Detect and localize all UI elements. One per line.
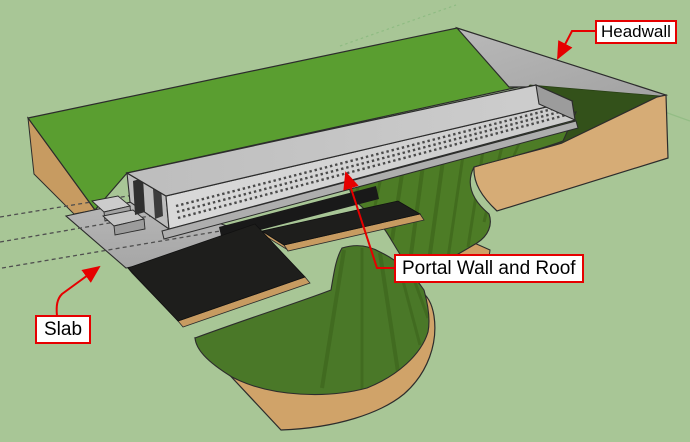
portal-end-wall-right [535,84,576,121]
portal-structure [125,84,579,240]
deck-slab-left [127,223,306,322]
portal-under-shadow [219,186,379,240]
headwall-label: Headwall [595,20,677,44]
annotation-arrows [55,30,595,317]
wing-steps [91,195,146,236]
portal-opening [133,178,145,215]
axis-guide-line [339,4,457,47]
slab-label: Slab [35,315,92,344]
deck-slab-right [260,200,422,246]
portal-ledge [161,120,579,240]
portal-wall-and-roof-label: Portal Wall and Roof [394,254,584,283]
grass-plateau [26,27,525,211]
slab-arrow [55,265,101,317]
portal-vent-rows [175,104,567,220]
terrain-block-top [194,245,430,396]
portal-opening [153,186,163,219]
headwall-arrow [557,30,595,60]
portal-wall-arrow [343,171,394,269]
